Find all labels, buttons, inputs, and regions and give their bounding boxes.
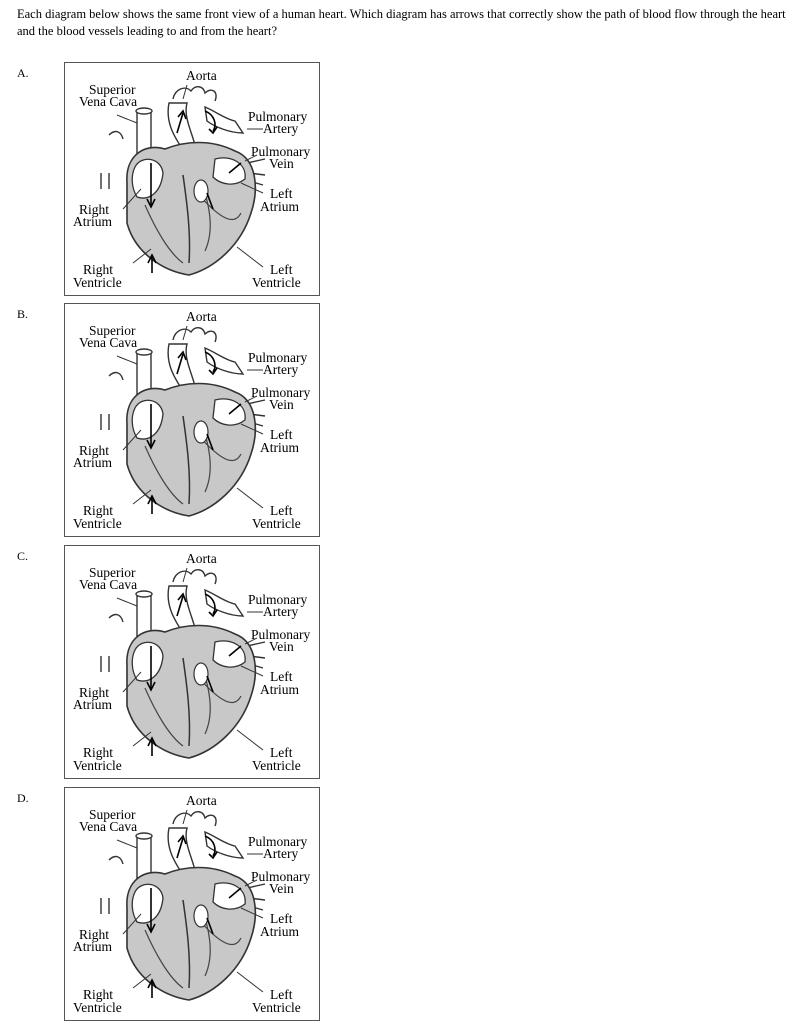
option-letter: C. <box>17 549 29 563</box>
pulmonary-artery-label-1: Pulmonary <box>248 350 308 365</box>
right-ventricle-label-1: Right <box>83 745 114 760</box>
heart-diagram: Aorta Superior Vena Cava Pulmonary Arter… <box>64 545 320 779</box>
pulmonary-vein-label-2: Vein <box>269 156 294 171</box>
right-atrium-label-2: Atrium <box>73 214 112 229</box>
pulmonary-vein-label-2: Vein <box>269 881 294 896</box>
heart-diagram: Aorta Superior Vena Cava Pulmonary Arter… <box>64 303 320 537</box>
left-atrium-label-1: Left <box>270 427 293 442</box>
pulmonary-vein-label-1: Pulmonary <box>251 627 311 642</box>
answer-option-1[interactable]: A. <box>0 62 330 297</box>
answer-option-4[interactable]: D. <box>0 787 330 1022</box>
superior-vena-cava-label-2: Vena Cava <box>79 819 138 834</box>
option-letter: B. <box>17 307 29 321</box>
superior-vena-cava-label-2: Vena Cava <box>79 335 138 350</box>
right-atrium-label-2: Atrium <box>73 455 112 470</box>
left-ventricle-label-2: Ventricle <box>252 275 301 290</box>
question-text: Each diagram below shows the same front … <box>17 7 786 38</box>
right-ventricle-label-2: Ventricle <box>73 516 122 531</box>
heart-illustration <box>100 84 266 276</box>
left-atrium-label-1: Left <box>270 911 293 926</box>
heart-illustration <box>100 567 266 759</box>
answer-option-3[interactable]: C. <box>0 545 330 780</box>
aorta-label: Aorta <box>186 309 217 324</box>
pulmonary-artery-label-1: Pulmonary <box>248 592 308 607</box>
superior-vena-cava-label-1: Superior <box>89 82 136 97</box>
pulmonary-artery-label-2: Artery <box>263 846 299 861</box>
right-atrium-label-1: Right <box>79 443 110 458</box>
right-ventricle-label-2: Ventricle <box>73 758 122 773</box>
left-atrium-label-2: Atrium <box>260 682 299 697</box>
option-letter: A. <box>17 66 29 80</box>
heart-diagram: Aorta Superior Vena Cava Pulmonary Arter… <box>64 62 320 296</box>
left-atrium-label-2: Atrium <box>260 924 299 939</box>
heart-illustration <box>100 809 266 1001</box>
option-letter: D. <box>17 791 29 805</box>
right-ventricle-label-1: Right <box>83 987 114 1002</box>
right-atrium-label-1: Right <box>79 202 110 217</box>
left-ventricle-label-1: Left <box>270 262 293 277</box>
right-ventricle-label-2: Ventricle <box>73 275 122 290</box>
superior-vena-cava-label-2: Vena Cava <box>79 577 138 592</box>
left-ventricle-label-1: Left <box>270 987 293 1002</box>
left-atrium-label-1: Left <box>270 669 293 684</box>
pulmonary-artery-label-2: Artery <box>263 604 299 619</box>
pulmonary-vein-label-1: Pulmonary <box>251 144 311 159</box>
aorta-label: Aorta <box>186 68 217 83</box>
answer-option-2[interactable]: B. <box>0 303 330 538</box>
left-ventricle-label-1: Left <box>270 503 293 518</box>
superior-vena-cava-label-1: Superior <box>89 565 136 580</box>
left-ventricle-label-1: Left <box>270 745 293 760</box>
pulmonary-vein-label-2: Vein <box>269 397 294 412</box>
pulmonary-vein-label-1: Pulmonary <box>251 869 311 884</box>
pulmonary-artery-label-2: Artery <box>263 121 299 136</box>
left-atrium-label-1: Left <box>270 186 293 201</box>
left-atrium-label-2: Atrium <box>260 440 299 455</box>
pulmonary-artery-label-1: Pulmonary <box>248 834 308 849</box>
aorta-label: Aorta <box>186 551 217 566</box>
pulmonary-artery-label-1: Pulmonary <box>248 109 308 124</box>
heart-illustration <box>100 325 266 517</box>
superior-vena-cava-label-1: Superior <box>89 323 136 338</box>
right-atrium-label-2: Atrium <box>73 697 112 712</box>
superior-vena-cava-label-1: Superior <box>89 807 136 822</box>
superior-vena-cava-label-2: Vena Cava <box>79 94 138 109</box>
aorta-label: Aorta <box>186 793 217 808</box>
right-ventricle-label-1: Right <box>83 262 114 277</box>
pulmonary-vein-label-1: Pulmonary <box>251 385 311 400</box>
right-ventricle-label-2: Ventricle <box>73 1000 122 1015</box>
heart-diagram: Aorta Superior Vena Cava Pulmonary Arter… <box>64 787 320 1021</box>
left-ventricle-label-2: Ventricle <box>252 758 301 773</box>
right-ventricle-label-1: Right <box>83 503 114 518</box>
left-ventricle-label-2: Ventricle <box>252 1000 301 1015</box>
right-atrium-label-1: Right <box>79 685 110 700</box>
left-atrium-label-2: Atrium <box>260 199 299 214</box>
right-atrium-label-2: Atrium <box>73 939 112 954</box>
pulmonary-vein-label-2: Vein <box>269 639 294 654</box>
left-ventricle-label-2: Ventricle <box>252 516 301 531</box>
right-atrium-label-1: Right <box>79 927 110 942</box>
pulmonary-artery-label-2: Artery <box>263 362 299 377</box>
